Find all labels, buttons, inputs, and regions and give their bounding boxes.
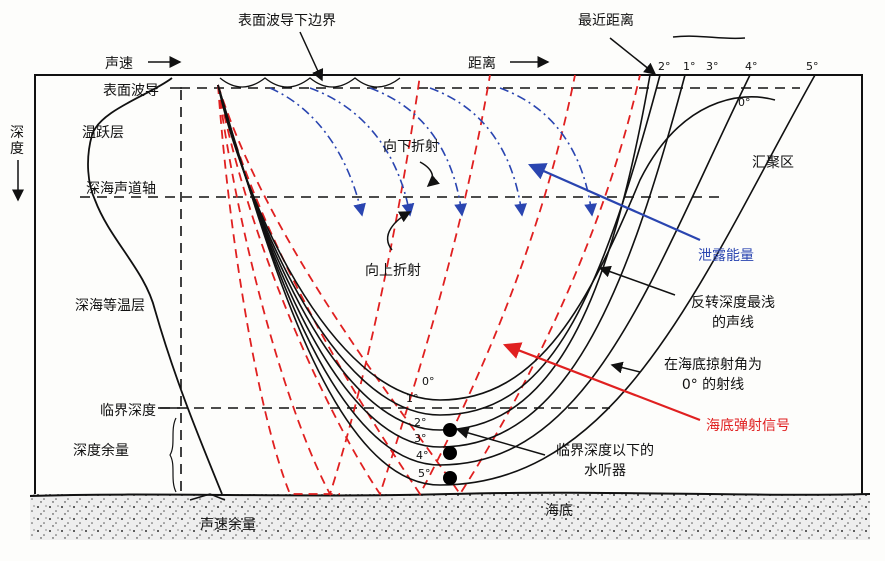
- label-channel-axis: 深海声道轴: [86, 181, 156, 197]
- leaked-energy-ray: [499, 87, 597, 217]
- sound-speed-profile: [87, 77, 223, 495]
- ocean-box: [34, 74, 863, 494]
- downward-arrow: [419, 161, 440, 187]
- bottom-bounce-ray: [217, 74, 641, 496]
- seafloor-sediment: [30, 494, 870, 540]
- label-hydrophones: 临界深度以下的水听器: [545, 440, 665, 480]
- label-upward-refraction: 向上折射: [365, 263, 421, 279]
- ray-1deg: [217, 74, 661, 416]
- hydrophone: [443, 446, 457, 460]
- bottom-bounce-ray: [217, 74, 421, 497]
- ray-3deg: [217, 74, 686, 448]
- angle-label: 2°: [658, 60, 671, 73]
- angle-label: 1°: [683, 60, 696, 73]
- seafloor-line: [29, 491, 871, 497]
- ray-2deg: [217, 74, 651, 431]
- hydrophone-pointer: [456, 427, 546, 456]
- bottom-bounce-ray: [217, 84, 340, 495]
- label-bottom-bounce: 海底弹射信号: [706, 418, 790, 434]
- bottom-bounce-ray: [217, 74, 491, 497]
- label-hydrophones-line1: 临界深度以下的: [556, 443, 654, 459]
- angle-label: 1°: [406, 392, 419, 405]
- label-duct-boundary: 表面波导下边界: [238, 13, 336, 29]
- duct-boundary-pointer: [299, 31, 324, 82]
- label-range: 距离: [468, 56, 496, 72]
- bottom-bounce-ray: [217, 74, 576, 496]
- speed-excess-bracket: [189, 493, 226, 501]
- leaked-energy-ray: [269, 87, 366, 217]
- label-surface-duct: 表面波导: [103, 83, 159, 99]
- angle-label: 2°: [414, 416, 427, 429]
- label-isothermal: 深海等温层: [75, 298, 145, 314]
- label-depth-excess: 深度余量: [73, 443, 129, 459]
- depth-excess-brace: [169, 417, 177, 493]
- label-thermocline: 温跃层: [82, 125, 124, 141]
- label-critical-depth: 临界深度: [100, 403, 156, 419]
- label-turning-ray: 反转深度最浅的声线: [678, 292, 788, 332]
- label-leaked-energy: 泄露能量: [698, 248, 754, 264]
- angle-label: 5°: [806, 60, 819, 73]
- hydrophone: [443, 423, 457, 437]
- upward-arrow: [386, 211, 412, 251]
- label-grazing-line1: 在海底掠射角为: [664, 357, 762, 373]
- nearest-range-bracket: [672, 35, 746, 40]
- label-turning-ray-line2: 的声线: [712, 315, 754, 331]
- label-depth: 深度: [10, 125, 24, 157]
- turning-ray-pointer: [598, 265, 676, 296]
- angle-label: 0°: [738, 96, 751, 109]
- angle-label: 4°: [416, 449, 429, 462]
- label-nearest-range: 最近距离: [578, 13, 634, 29]
- hydrophone: [443, 471, 457, 485]
- angle-label: 0°: [422, 375, 435, 388]
- label-grazing-line2: 0° 的射线: [681, 377, 745, 393]
- leak-pointer: [527, 163, 701, 242]
- leaked-energy-ray: [369, 87, 467, 217]
- label-speed-excess: 声速余量: [200, 517, 256, 533]
- angle-label: 5°: [418, 467, 431, 480]
- leaked-energy-ray: [309, 87, 415, 217]
- bottom-bounce-pointer: [502, 342, 701, 422]
- angle-label: 3°: [414, 432, 427, 445]
- angle-label: 4°: [745, 60, 758, 73]
- ray-0deg: [217, 84, 776, 401]
- label-turning-ray-line1: 反转深度最浅: [691, 295, 775, 311]
- ray-4deg: [217, 74, 751, 466]
- leaked-energy-ray: [429, 87, 527, 217]
- nearest-range-pointer: [609, 37, 657, 75]
- label-sound-speed: 声速: [105, 56, 133, 72]
- surface-duct-scallops: [219, 77, 401, 88]
- label-grazing-ray: 在海底掠射角为 0° 的射线: [648, 354, 778, 394]
- grazing-ray-pointer: [610, 361, 641, 374]
- label-hydrophones-line2: 水听器: [584, 463, 626, 479]
- label-downward-refraction: 向下折射: [383, 139, 439, 155]
- label-convergence-zone: 汇聚区: [752, 155, 794, 171]
- angle-label: 3°: [706, 60, 719, 73]
- label-seafloor: 海底: [545, 503, 573, 519]
